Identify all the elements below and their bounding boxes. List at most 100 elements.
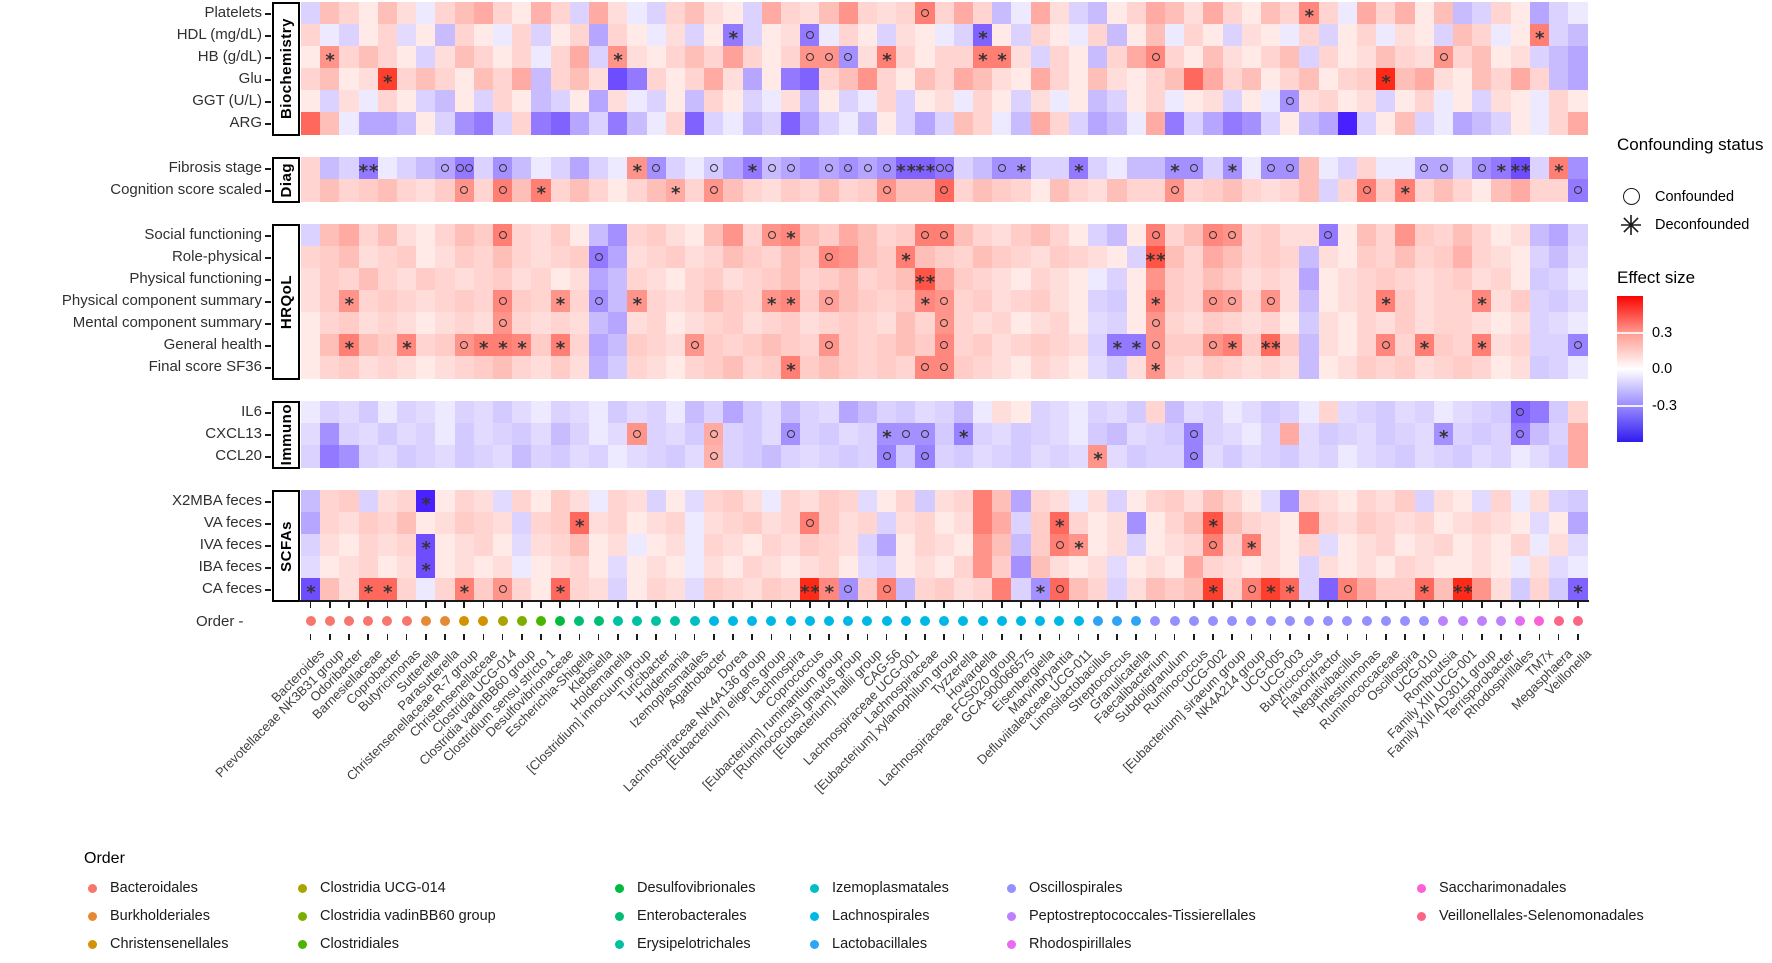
order-legend-label: Bacteroidales: [110, 880, 198, 896]
heatmap-cell: [358, 90, 379, 113]
heatmap-cell: [1069, 334, 1089, 357]
heatmap-cell: [569, 179, 590, 202]
heatmap-cell: [1568, 2, 1588, 25]
heatmap-cell: [1337, 24, 1358, 47]
heatmap-cell: [1222, 401, 1243, 424]
heatmap-cell: [301, 24, 321, 47]
heatmap-cell: [1472, 490, 1492, 513]
heatmap-cell: [512, 2, 532, 25]
heatmap-cell: [531, 445, 552, 468]
heatmap-cell: [473, 512, 494, 535]
heatmap-cell: [1491, 24, 1512, 47]
heatmap-cell: [589, 312, 609, 335]
heatmap-cell: *: [339, 290, 360, 314]
heatmap-cell: [800, 423, 820, 446]
row-tick: [265, 168, 271, 170]
confounded-circle-icon: [844, 585, 853, 594]
heatmap-cell: [723, 512, 744, 535]
heatmap-cell: [1222, 556, 1243, 579]
order-legend-label: Rhodospirillales: [1029, 936, 1132, 952]
deconfounded-asterisk-icon: *: [421, 560, 431, 582]
heatmap-cell: [1318, 512, 1339, 535]
deconfounded-asterisk-icon: *: [728, 28, 738, 50]
heatmap-cell: [589, 445, 609, 468]
order-legend-dot: [615, 940, 624, 949]
heatmap-cell: [397, 401, 417, 424]
heatmap-cell: [1165, 112, 1185, 135]
heatmap-cell: [742, 423, 763, 446]
heatmap-cell: [1472, 512, 1492, 535]
confounded-circle-icon: [863, 164, 872, 173]
heatmap-cell: [896, 46, 916, 69]
heatmap-cell: [915, 490, 936, 513]
column-label-tick: [1231, 634, 1233, 640]
heatmap-cell: [1395, 157, 1416, 180]
heatmap-cell: [397, 556, 417, 579]
heatmap-cell: [896, 24, 916, 47]
heatmap-cell: [1126, 24, 1147, 47]
heatmap-cell: [1357, 90, 1377, 113]
heatmap-cell: [896, 445, 916, 468]
heatmap-cell: [397, 290, 417, 313]
heatmap-cell: [704, 24, 724, 47]
heatmap-cell: [1165, 445, 1185, 468]
heatmap-cell: [742, 290, 763, 313]
heatmap-cell: [1011, 578, 1032, 601]
heatmap-cell: [1184, 356, 1204, 379]
order-dot: [977, 616, 988, 626]
column-label-tick: [789, 634, 792, 640]
heatmap-cell: [589, 268, 609, 291]
deconfounded-asterisk-icon: [1620, 214, 1642, 236]
heatmap-cell: [857, 512, 878, 535]
confounded-circle-icon: [944, 164, 953, 173]
heatmap-cell: [397, 490, 417, 513]
heatmap-cell: [301, 490, 321, 513]
x-axis-tick: [1327, 602, 1329, 608]
heatmap-cell: [627, 246, 648, 269]
heatmap-cell: [416, 112, 436, 135]
x-axis-tick: [1269, 602, 1272, 608]
confounded-circle-icon: [921, 363, 930, 372]
order-dot: [1112, 616, 1122, 626]
heatmap-cell: [358, 246, 379, 269]
heatmap-cell: [397, 578, 417, 601]
heatmap-cell: [1088, 157, 1108, 180]
heatmap-cell: [761, 490, 782, 513]
heatmap-cell: [1049, 334, 1070, 357]
heatmap-cell: [1126, 246, 1147, 269]
heatmap-cell: [569, 490, 590, 513]
heatmap-cell: [1549, 401, 1569, 424]
heatmap-cell: [665, 578, 686, 601]
heatmap-cell: [646, 556, 667, 579]
heatmap-cell: [1299, 334, 1320, 357]
column-label-tick: [1308, 634, 1310, 640]
confounded-circle-icon: [1343, 585, 1352, 594]
heatmap-cell: [1261, 556, 1281, 579]
order-dot: [670, 616, 681, 626]
heatmap-cell: [531, 401, 552, 424]
heatmap-cell: [1030, 157, 1051, 180]
heatmap-cell: [531, 356, 552, 379]
heatmap-cell: [608, 24, 628, 47]
order-legend-label: Erysipelotrichales: [637, 936, 751, 952]
order-dot: [1227, 616, 1238, 626]
heatmap-cell: [1126, 90, 1147, 113]
heatmap-cell: [1126, 534, 1147, 557]
heatmap-cell: [397, 112, 417, 135]
deconfounded-asterisk-icon: *: [1054, 516, 1065, 538]
order-legend-dot: [810, 884, 819, 893]
heatmap-cell: [358, 334, 379, 357]
heatmap-cell: [608, 512, 628, 535]
heatmap-cell: [1049, 578, 1070, 601]
heatmap-cell: [473, 290, 494, 313]
heatmap-cell: [1069, 224, 1089, 247]
column-label-tick: [348, 634, 350, 640]
colorbar-tick: [1617, 404, 1643, 407]
heatmap-cell: [397, 224, 417, 247]
heatmap-cell: [301, 356, 321, 379]
heatmap-cell: [435, 534, 456, 557]
heatmap-cell: [1453, 312, 1473, 335]
heatmap-cell: [1011, 246, 1032, 269]
heatmap-cell: [1184, 24, 1204, 47]
heatmap-cell: [1280, 534, 1300, 557]
